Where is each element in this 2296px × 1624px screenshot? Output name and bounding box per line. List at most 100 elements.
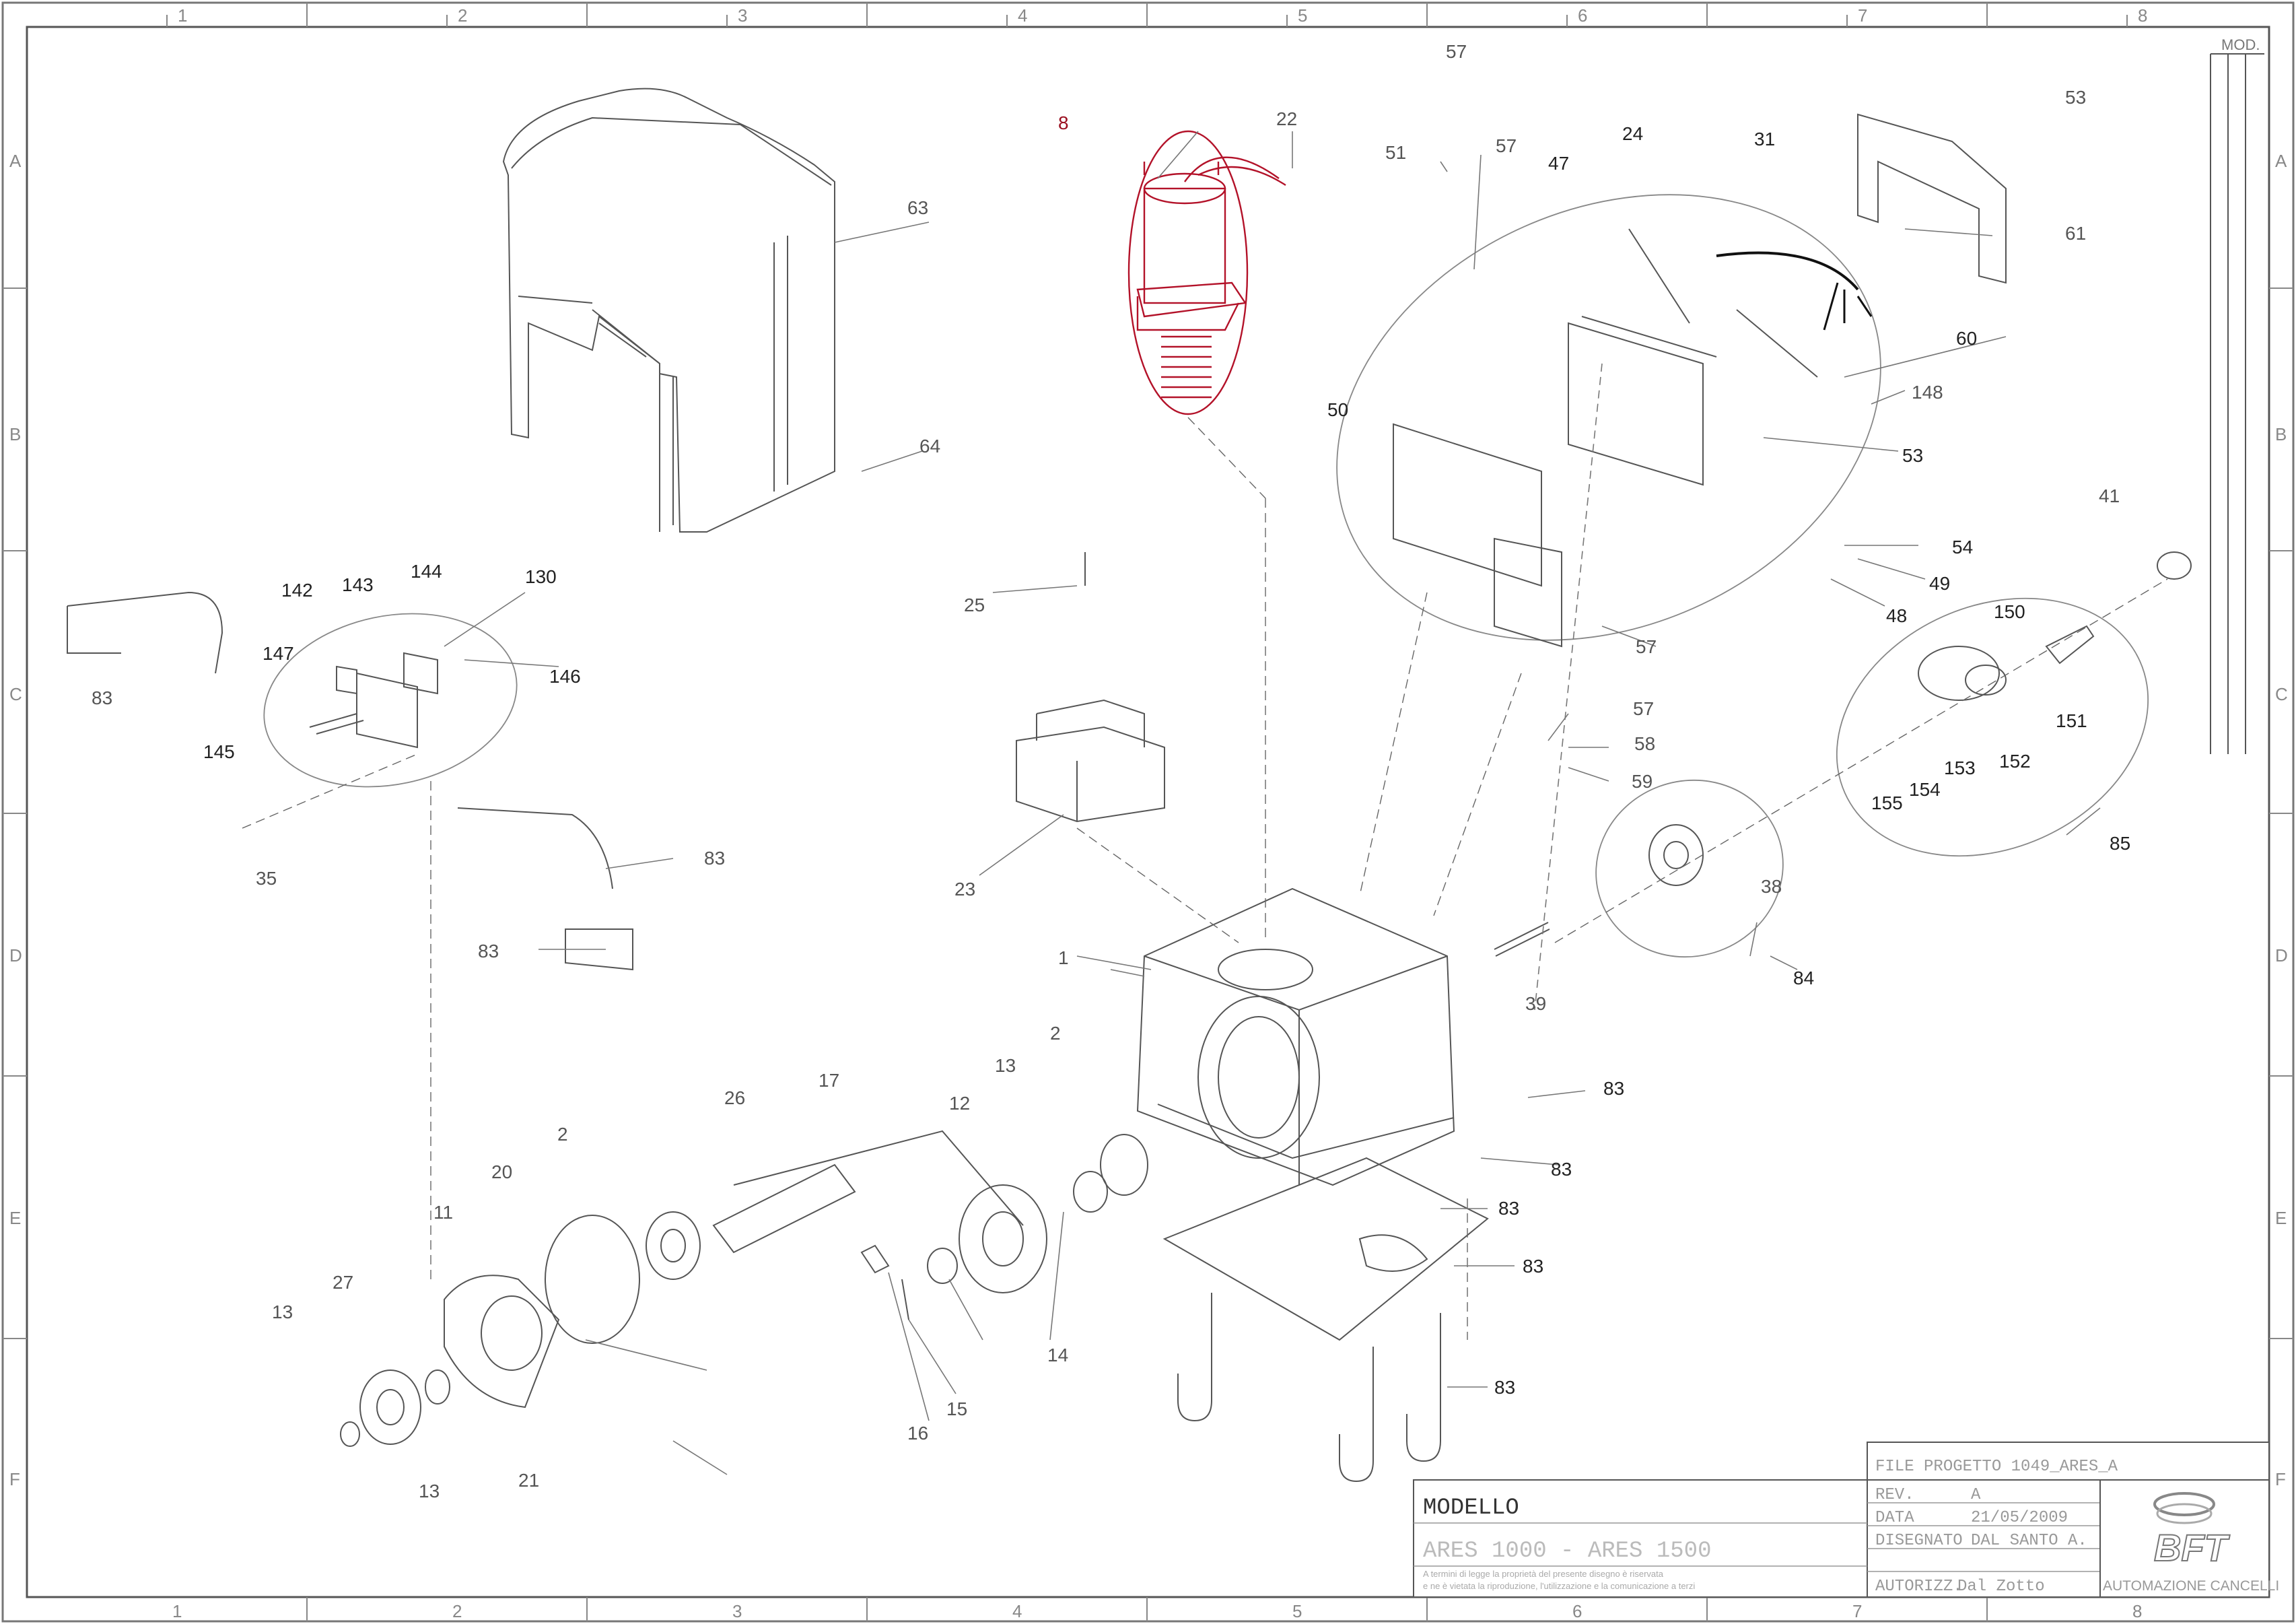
mod-label: MOD. — [2221, 36, 2260, 53]
label-part-83-b: 83 — [1551, 1159, 1572, 1180]
bracket-61 — [1857, 113, 2007, 284]
file-progetto: FILE PROGETTO 1049_ARES_A — [1875, 1458, 2118, 1476]
bft-logo-text: BFT — [2154, 1526, 2231, 1569]
label-part-155: 155 — [1871, 792, 1903, 813]
label-part-146: 146 — [549, 666, 581, 687]
autorizz-value: Dal Zotto — [1957, 1578, 2045, 1596]
label-part-83-g: 83 — [704, 848, 725, 869]
label-part-63: 63 — [907, 197, 928, 218]
grid-row-e-right: E — [2275, 1208, 2287, 1228]
label-part-54: 54 — [1952, 537, 1973, 557]
label-part-85: 85 — [2110, 833, 2130, 854]
label-part-150: 150 — [1994, 601, 2025, 622]
label-part-61: 61 — [2065, 223, 2086, 244]
label-part-13-c: 13 — [419, 1481, 440, 1501]
label-part-8: 8 — [1058, 112, 1069, 133]
grid-col-1-bottom: 1 — [172, 1601, 182, 1621]
rev-label: REV. — [1875, 1486, 1914, 1504]
label-part-27: 27 — [333, 1272, 353, 1293]
label-part-83-a: 83 — [1603, 1078, 1624, 1099]
label-part-83-e: 83 — [1494, 1377, 1515, 1398]
label-part-49: 49 — [1929, 573, 1950, 594]
label-part-26: 26 — [724, 1087, 745, 1108]
disegnato-value: DAL SANTO A. — [1971, 1532, 2087, 1550]
grid-row-b-right: B — [2275, 424, 2287, 444]
foundation-bolts — [1177, 1293, 1441, 1483]
gearbox-housing-1 — [1136, 887, 1455, 1186]
grid-col-4-bottom: 4 — [1012, 1601, 1022, 1621]
label-part-145: 145 — [203, 741, 235, 762]
label-part-2-b: 2 — [557, 1124, 568, 1145]
disegnato-label: DISEGNATO — [1875, 1532, 1963, 1550]
label-part-142: 142 — [281, 580, 313, 601]
label-part-17: 17 — [819, 1070, 839, 1091]
label-part-25: 25 — [964, 595, 985, 615]
grid-col-7-bottom: 7 — [1852, 1601, 1862, 1621]
legal-notice-line1: A termini di legge la proprietà del pres… — [1423, 1569, 1664, 1579]
label-part-84: 84 — [1793, 968, 1814, 988]
grid-row-a-left: A — [9, 151, 22, 171]
label-part-130: 130 — [525, 566, 557, 587]
label-part-47: 47 — [1548, 153, 1569, 174]
grid-col-4-top: 4 — [1018, 5, 1027, 26]
label-part-20: 20 — [491, 1161, 512, 1182]
grid-col-3-bottom: 3 — [732, 1601, 742, 1621]
label-part-2-a: 2 — [1050, 1023, 1061, 1044]
label-part-57-b: 57 — [1496, 135, 1517, 156]
label-part-144: 144 — [411, 561, 442, 582]
grid-row-a-right: A — [2275, 151, 2287, 171]
gear-train — [340, 1130, 1148, 1447]
release-group-85 — [1836, 551, 2192, 857]
label-part-38: 38 — [1761, 876, 1782, 897]
label-part-13-b: 13 — [272, 1301, 293, 1322]
grid-row-c-right: C — [2275, 684, 2288, 704]
grid-row-c-left: C — [9, 684, 22, 704]
label-part-83-f: 83 — [92, 687, 112, 708]
legal-notice-line2: e ne è vietata la riproduzione, l'utiliz… — [1423, 1581, 1695, 1591]
label-part-57-top: 57 — [1446, 41, 1467, 62]
autorizz-label: AUTORIZZ. — [1875, 1578, 1963, 1596]
grid-row-b-left: B — [9, 424, 21, 444]
label-part-143: 143 — [342, 574, 374, 595]
label-part-57-c: 57 — [1636, 636, 1657, 657]
label-part-1: 1 — [1058, 947, 1069, 968]
grid-row-f-left: F — [9, 1469, 20, 1489]
label-part-35: 35 — [256, 868, 277, 889]
label-part-39: 39 — [1525, 993, 1546, 1014]
label-part-64: 64 — [919, 436, 940, 456]
company-name: AUTOMAZIONE CANCELLI — [2103, 1578, 2279, 1594]
part-number-labels: 8 22 63 64 57 51 57 24 47 31 53 61 60 14… — [92, 41, 2130, 1501]
label-part-154: 154 — [1909, 779, 1941, 800]
grid-col-2-bottom: 2 — [452, 1601, 462, 1621]
label-part-11: 11 — [433, 1202, 453, 1223]
grid-col-2-top: 2 — [458, 5, 467, 26]
grid-col-3-top: 3 — [738, 5, 747, 26]
data-value: 21/05/2009 — [1971, 1509, 2068, 1527]
label-part-60: 60 — [1956, 328, 1977, 349]
grid-col-8-bottom: 8 — [2132, 1601, 2142, 1621]
label-part-57-d: 57 — [1633, 698, 1654, 719]
label-part-23: 23 — [954, 879, 975, 900]
limit-switch-group-130 — [67, 591, 633, 971]
grid-col-6-bottom: 6 — [1572, 1601, 1582, 1621]
label-part-13-a: 13 — [995, 1055, 1016, 1076]
leader-lines — [242, 131, 2168, 1475]
modello-label: MODELLO — [1423, 1495, 1519, 1521]
label-part-24: 24 — [1622, 123, 1643, 144]
label-part-50: 50 — [1327, 399, 1348, 420]
grid-col-6-top: 6 — [1578, 5, 1587, 26]
grid-col-5-bottom: 5 — [1292, 1601, 1302, 1621]
label-part-31: 31 — [1754, 129, 1775, 149]
label-part-53-top: 53 — [2065, 87, 2086, 108]
base-plate — [1162, 1157, 1489, 1341]
cover-housing — [502, 88, 835, 533]
label-part-51: 51 — [1385, 142, 1406, 163]
label-part-151: 151 — [2056, 710, 2087, 731]
label-part-14: 14 — [1047, 1345, 1068, 1365]
revision-column: MOD. — [2210, 36, 2264, 754]
grid-col-8-top: 8 — [2138, 5, 2147, 26]
grid-col-7-top: 7 — [1858, 5, 1867, 26]
label-part-15: 15 — [946, 1398, 967, 1419]
